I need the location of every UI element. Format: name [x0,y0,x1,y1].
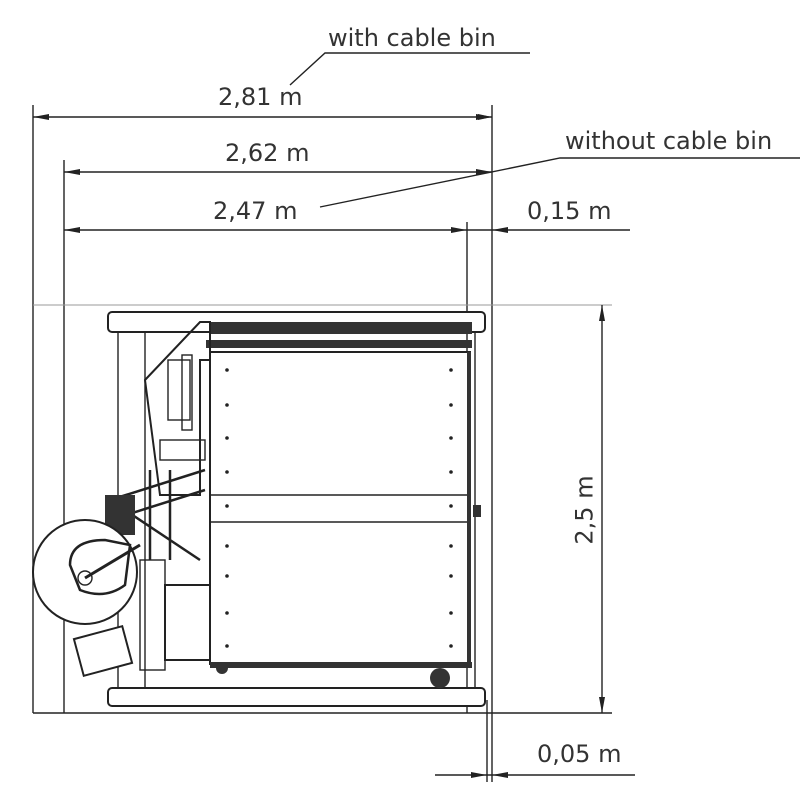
dimension-label-2-47: 2,47 m [213,197,298,225]
machine-drawing [32,311,486,707]
label-without-cable-bin: without cable bin [565,127,773,155]
leader-with-cable-bin [289,52,530,86]
dimension-label-0-15: 0,15 m [527,197,612,225]
leader-without-cable-bin [319,157,800,208]
dimension-label-0-05: 0,05 m [537,740,622,768]
dimension-label-2-81: 2,81 m [218,83,303,111]
dimension-label-2-5: 2,5 m [570,475,599,545]
dimension-label-2-62: 2,62 m [225,139,310,167]
label-with-cable-bin: with cable bin [328,24,496,52]
